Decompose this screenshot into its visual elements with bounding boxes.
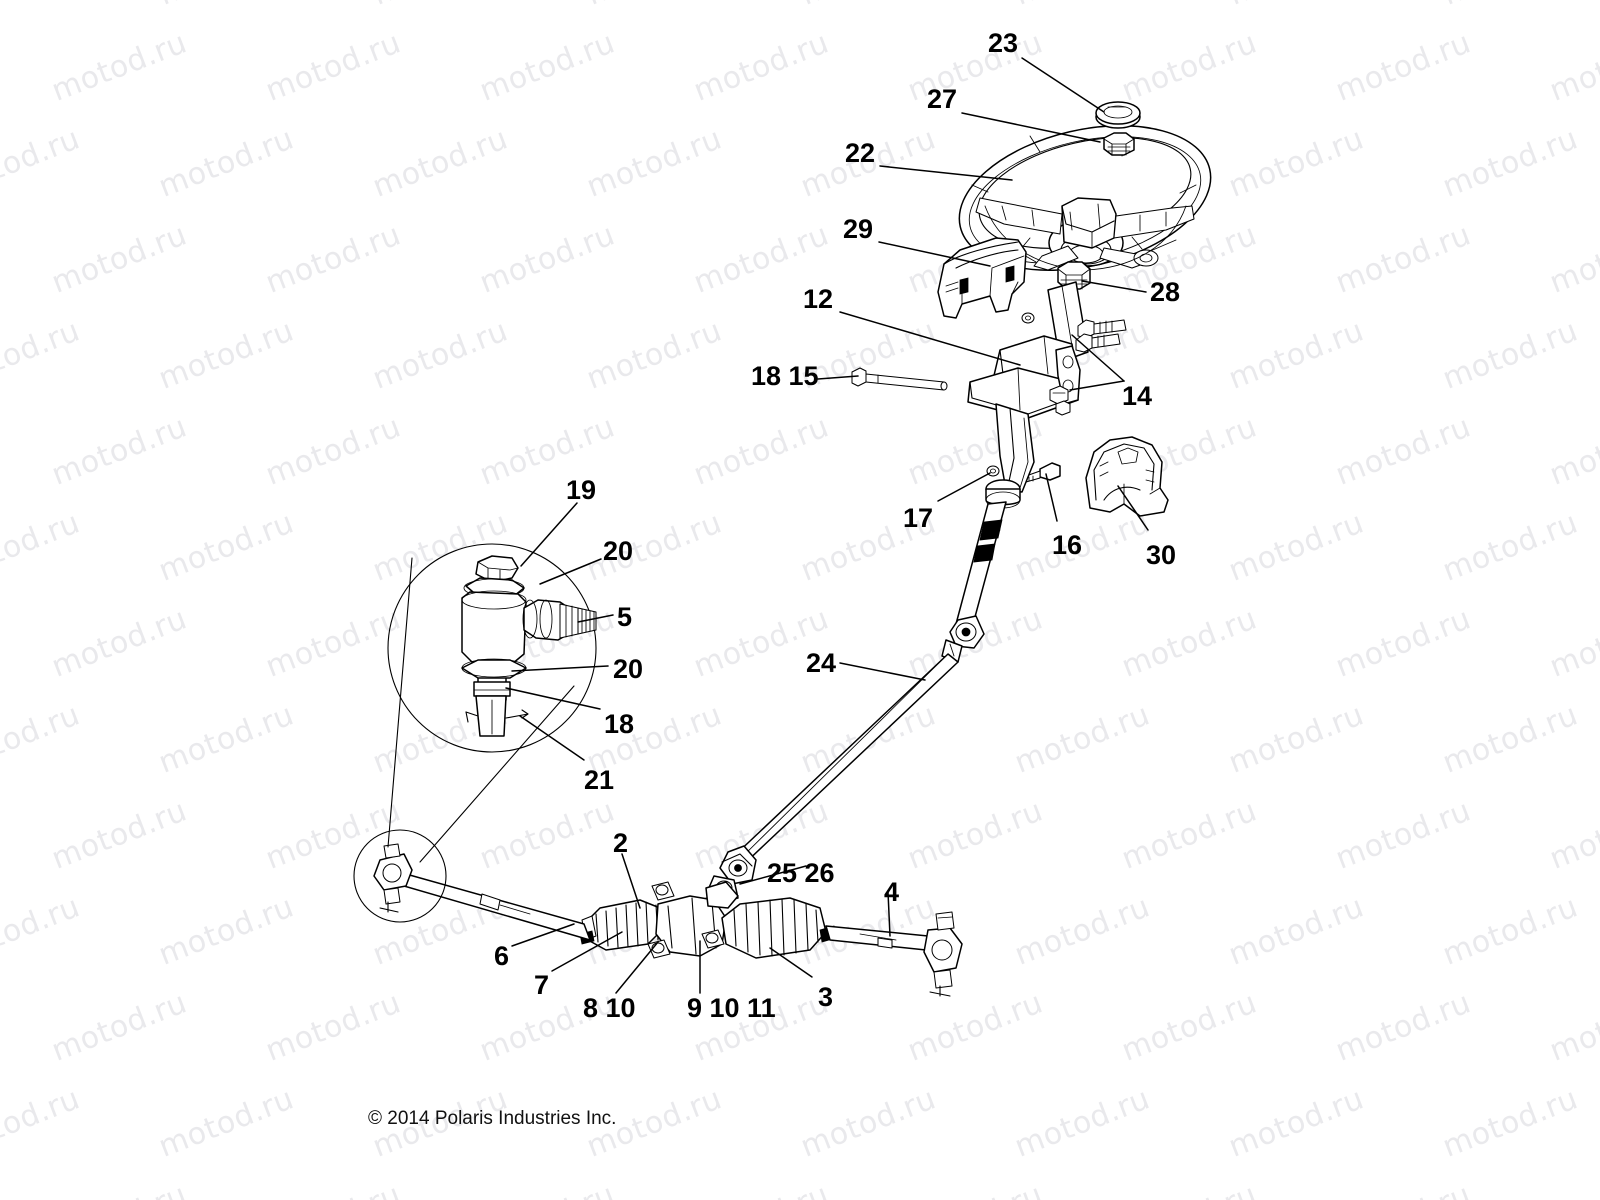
callout-21: 21 [584,765,615,795]
tie-rod-end-left [373,843,413,913]
callout-9-10-11: 9 10 11 [687,993,776,1023]
callout-24: 24 [806,648,837,678]
callout-20-upper: 20 [603,536,634,566]
boot-right [721,897,827,959]
nut-27-group [1103,132,1135,156]
callout-18: 18 [604,709,635,739]
leader-lines [505,57,1149,994]
callout-25-26: 25 26 [767,858,835,888]
steering-wheel-group [958,125,1212,271]
callout-17: 17 [903,503,934,533]
callout-6: 6 [494,941,510,971]
callout-30: 30 [1146,540,1177,570]
bracket-steering-column-group [967,281,1127,493]
bolt-18-15-group [851,367,948,391]
tie-rod-right-group [825,911,963,997]
bolt-14a [1077,319,1127,339]
steering-gear-rack-group [579,881,837,959]
cover-steering-lower-group [1085,436,1169,517]
callout-22: 22 [845,138,876,168]
tie-rod-left-group [353,829,591,941]
callout-2: 2 [613,828,629,858]
callout-12: 12 [803,284,834,314]
cover-steering-upper-group [937,237,1027,319]
callout-4: 4 [884,877,900,907]
callout-29: 29 [843,214,874,244]
u-joint-upper [941,615,985,663]
detail-circle-group [387,543,597,863]
callout-5: 5 [617,602,633,632]
callout-8-10: 8 10 [583,993,636,1023]
callout-14: 14 [1122,381,1153,411]
callout-3: 3 [818,982,834,1012]
callout-18-15: 18 15 [751,361,819,391]
callout-23: 23 [988,28,1019,58]
copyright-notice: © 2014 Polaris Industries Inc. [368,1108,617,1129]
callout-28: 28 [1150,277,1181,307]
callout-7: 7 [534,970,550,1000]
bolt-14b [1075,333,1121,353]
callout-16: 16 [1052,530,1083,560]
shaft-steering-upper-group [941,479,1021,663]
callout-20-lower: 20 [613,654,644,684]
shaft-24-group [705,653,959,907]
callout-27: 27 [927,84,958,114]
horn-cap-group [1095,101,1141,129]
callout-19: 19 [566,475,597,505]
tie-rod-end-right [923,911,963,997]
